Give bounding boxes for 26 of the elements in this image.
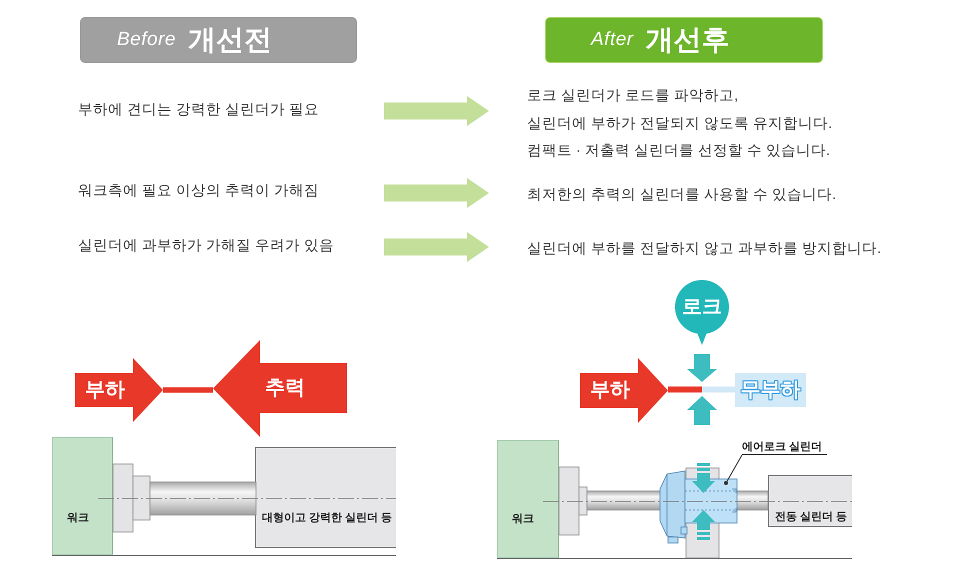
block-arrow <box>384 178 489 208</box>
description-text: 부하에 견디는 강력한 실린더가 필요 <box>78 100 320 120</box>
block-arrow <box>384 96 489 126</box>
heading-banner <box>545 17 823 63</box>
force-arrow: 부하 <box>580 358 668 423</box>
description-text: 워크측에 필요 이상의 추력이 가해짐 <box>78 181 320 201</box>
heading-text: Before <box>117 29 176 51</box>
description-text: 실린더에 과부하가 가해질 우려가 있음 <box>78 236 334 256</box>
cylinder-body: 대형이고 강력한 실린더 등 <box>255 447 396 548</box>
heading-text: After <box>591 29 634 51</box>
label-box: 무부하 <box>735 373 806 407</box>
block-arrow <box>384 232 489 262</box>
description-text: 로크 실린더가 로드를 파악하고, <box>527 87 740 106</box>
force-arrow: 추력 <box>213 340 347 437</box>
heading-banner <box>80 17 357 63</box>
description-text: 실린더에 부하를 전달하지 않고 과부하를 방지합니다. <box>527 239 882 259</box>
connector-bar <box>163 387 213 393</box>
callout-label: 에어로크 실린더 <box>742 440 827 455</box>
description-text: 실린더에 부하가 전달되지 않도록 유지합니다. <box>527 114 832 134</box>
force-arrow: 부하 <box>75 358 163 422</box>
clamped-connector <box>668 354 735 425</box>
description-text: 컴팩트 · 저출력 실린더를 선정할 수 있습니다. <box>527 142 832 161</box>
heading-text: 개선후 <box>646 23 730 57</box>
heading-text: 개선전 <box>188 23 272 57</box>
description-text: 최저한의 추력의 실린더를 사용할 수 있습니다. <box>527 185 836 205</box>
work-block: 워크 <box>52 437 113 555</box>
